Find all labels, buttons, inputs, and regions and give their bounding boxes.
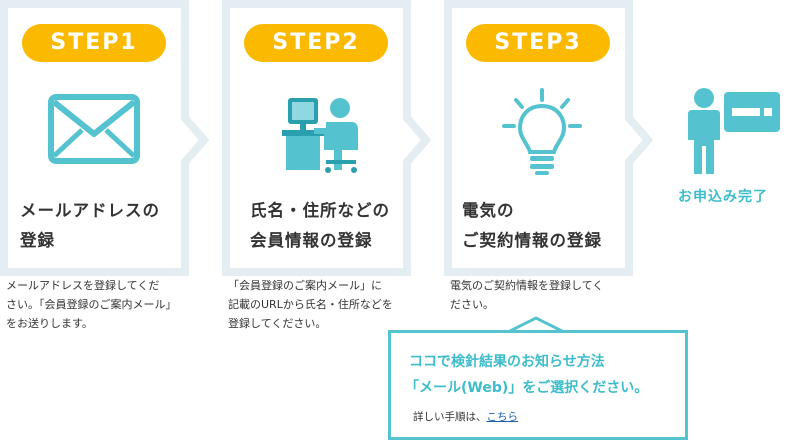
notice-detail: 詳しい手順は、こちら	[413, 409, 518, 424]
person-at-desk-icon	[282, 98, 358, 173]
step1-badge: STEP1	[22, 24, 166, 62]
step2-title-line1: 氏名・住所などの	[250, 201, 390, 220]
step3-description: 電気のご契約情報を登録してく ださい。	[450, 276, 603, 314]
application-complete-label: お申込み完了	[678, 189, 768, 205]
step1-desc-line3: をお送りします。	[6, 317, 93, 330]
notice-box: ココで検針結果のお知らせ方法 「メール(Web)」をご選択ください。 詳しい手順…	[388, 330, 688, 440]
step3-badge: STEP3	[466, 24, 610, 62]
step1-title-line2: 登録	[20, 231, 55, 250]
step1-title-line1: メールアドレスの	[20, 201, 160, 220]
notice-pointer	[506, 316, 566, 334]
step3-title-line1: 電気の	[462, 201, 515, 220]
envelope-icon	[48, 94, 140, 164]
details-link[interactable]: こちら	[486, 411, 519, 423]
step2-desc-line2: 記載のURLから氏名・住所などを	[228, 298, 393, 311]
step3-desc-line1: 電気のご契約情報を登録してく	[450, 279, 604, 292]
person-with-card-icon	[688, 88, 780, 174]
notice-line1: ココで検針結果のお知らせ方法	[409, 354, 605, 370]
step2-desc-line1: 「会員登録のご案内メール」に	[228, 279, 382, 292]
step1-frame	[0, 0, 210, 276]
step1-desc-line2: さい。「会員登録のご案内メール」	[6, 298, 177, 311]
notice-line2: 「メール(Web)」をご選択ください。	[405, 380, 649, 396]
lightbulb-icon	[502, 88, 582, 175]
step1-description: メールアドレスを登録してくだ さい。「会員登録のご案内メール」 をお送りします。	[6, 276, 177, 333]
step1-desc-line1: メールアドレスを登録してくだ	[6, 279, 160, 292]
step3-title: 電気の ご契約情報の登録	[462, 196, 602, 256]
step2-desc-line3: 登録してください。	[228, 317, 327, 330]
step1-title: メールアドレスの 登録	[20, 196, 160, 256]
step2-title: 氏名・住所などの 会員情報の登録	[250, 196, 390, 256]
notice-detail-prefix: 詳しい手順は、	[413, 411, 487, 423]
step2-badge: STEP2	[244, 24, 388, 62]
step3-title-line2: ご契約情報の登録	[462, 231, 602, 250]
step3-desc-line2: ださい。	[450, 298, 494, 311]
step3-frame	[444, 0, 654, 276]
step2-title-line2: 会員情報の登録	[250, 231, 373, 250]
step2-description: 「会員登録のご案内メール」に 記載のURLから氏名・住所などを 登録してください…	[228, 276, 393, 333]
